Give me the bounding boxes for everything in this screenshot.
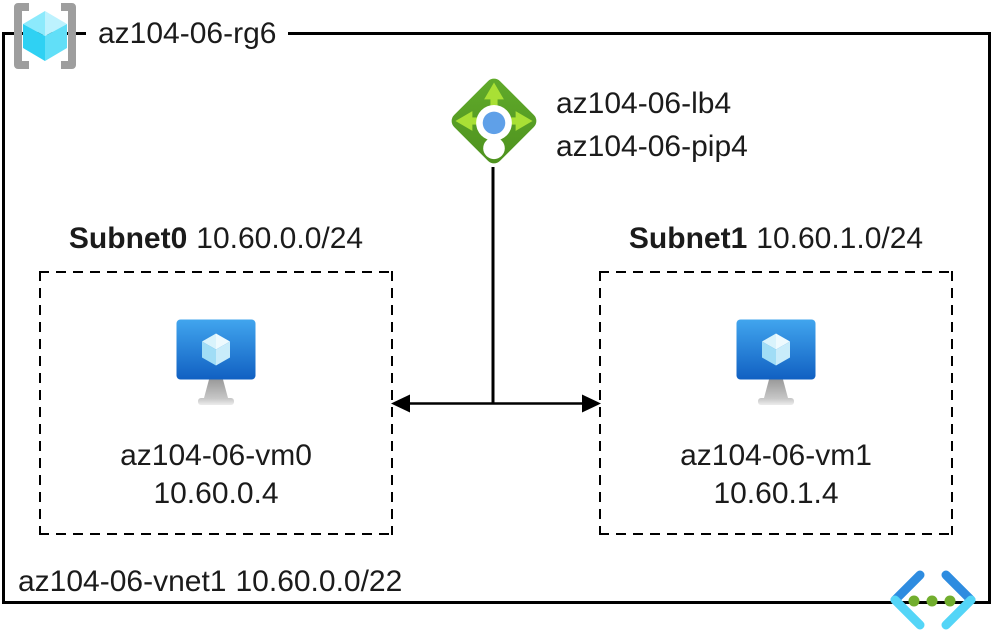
resource-group-box — [2, 32, 991, 604]
subnet1-cidr: 10.60.1.0/24 — [756, 222, 924, 255]
vm1-name: az104-06-vm1 — [680, 439, 872, 472]
vm0-label: az104-06-vm0 10.60.0.4 — [39, 437, 393, 513]
subnet0-name: Subnet0 — [68, 222, 188, 255]
resource-group-icon — [14, 3, 76, 69]
subnet0-cidr: 10.60.0.0/24 — [196, 222, 364, 255]
resource-group-label: az104-06-rg6 — [86, 16, 289, 52]
vm1-ip: 10.60.1.4 — [713, 477, 839, 510]
vnet-name: az104-06-vnet1 — [18, 565, 227, 598]
vm0-name: az104-06-vm0 — [120, 439, 312, 472]
load-balancer-labels: az104-06-lb4 az104-06-pip4 — [556, 82, 748, 168]
vm1-label: az104-06-vm1 10.60.1.4 — [599, 437, 953, 513]
subnet1-name: Subnet1 — [628, 222, 748, 255]
public-ip-name: az104-06-pip4 — [556, 130, 748, 163]
vnet-cidr: 10.60.0.0/22 — [235, 565, 403, 598]
load-balancer-name: az104-06-lb4 — [556, 87, 732, 120]
load-balancer-icon — [451, 78, 537, 164]
virtual-network-icon — [890, 570, 976, 630]
virtual-machine-icon — [736, 319, 816, 405]
vm0-ip: 10.60.0.4 — [153, 477, 279, 510]
virtual-machine-icon — [176, 319, 256, 405]
